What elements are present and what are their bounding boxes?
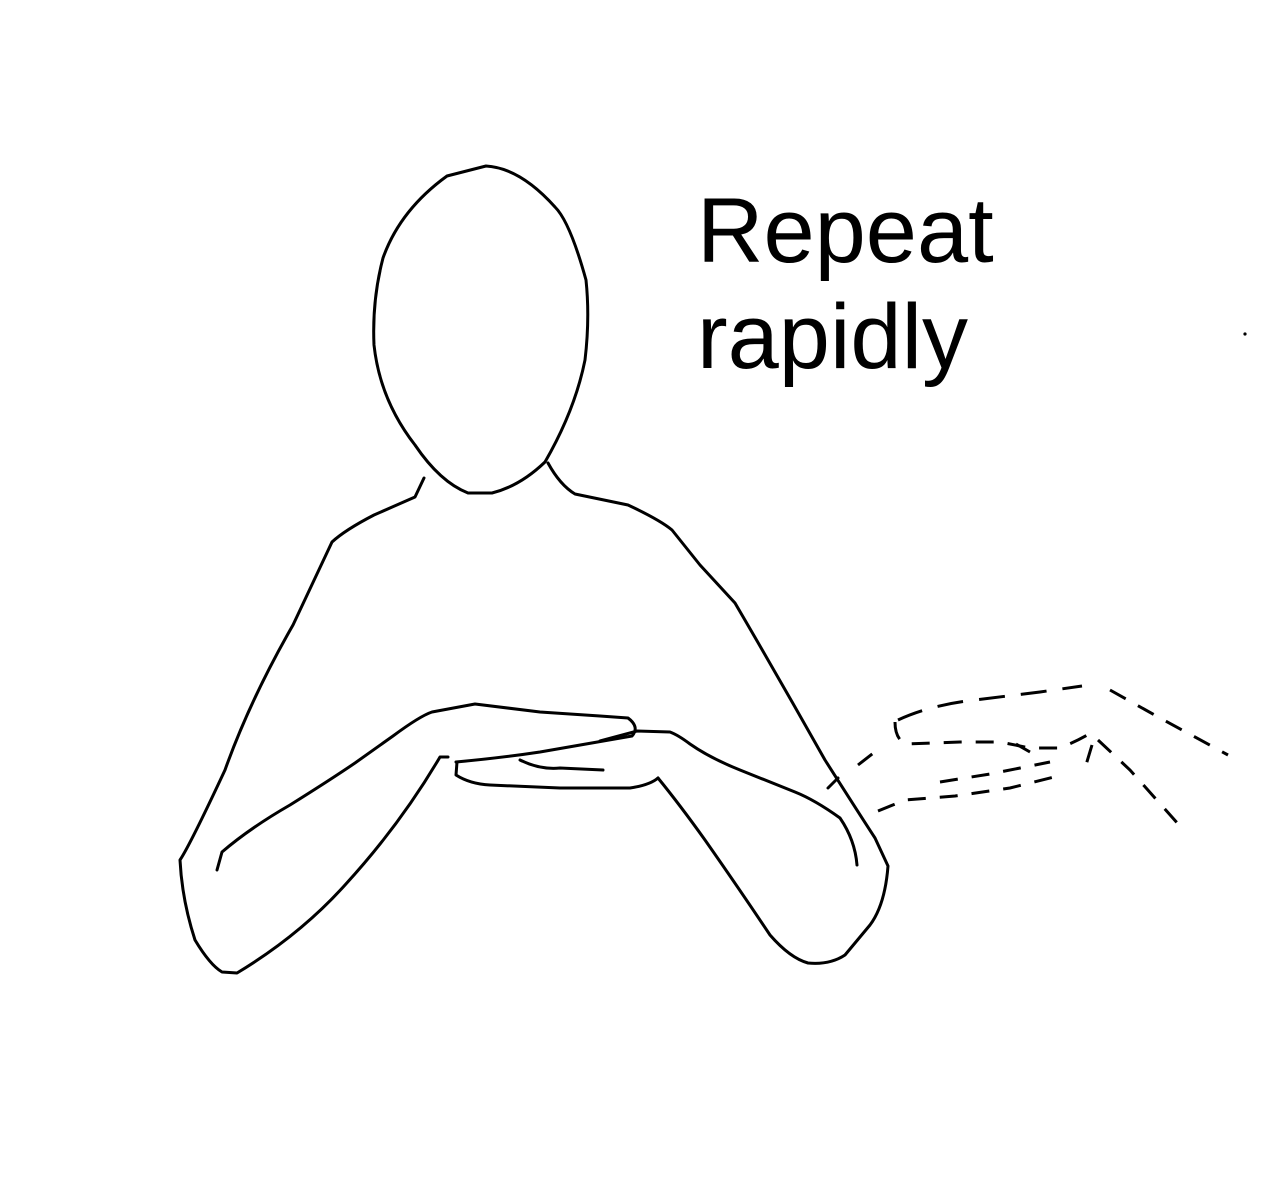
lower-hand <box>454 760 660 790</box>
motion-trail-diagonal <box>1096 738 1182 827</box>
motion-trail-hand-shape <box>893 721 1095 750</box>
motion-trail-palm <box>939 760 1051 784</box>
motion-trail-lower-finger <box>1015 742 1031 754</box>
head-outline <box>372 164 590 495</box>
stray-dot <box>1243 332 1247 336</box>
motion-trail-left <box>857 746 881 767</box>
left-wrist-notch <box>826 776 840 790</box>
lower-hand-fingers <box>518 758 605 772</box>
motion-trail-upper <box>897 684 1083 722</box>
caption-line-2: rapidly <box>697 286 969 388</box>
motion-trail-top-right <box>1109 688 1229 757</box>
left-forearm <box>215 702 637 872</box>
torso-outline-right <box>546 461 890 965</box>
motion-trail-small <box>1084 744 1094 766</box>
right-forearm <box>598 729 859 867</box>
caption-text: Repeat rapidly <box>697 178 994 390</box>
torso-outline <box>178 476 450 975</box>
motion-trail-bottom <box>877 773 1063 813</box>
caption-line-1: Repeat <box>697 180 994 282</box>
